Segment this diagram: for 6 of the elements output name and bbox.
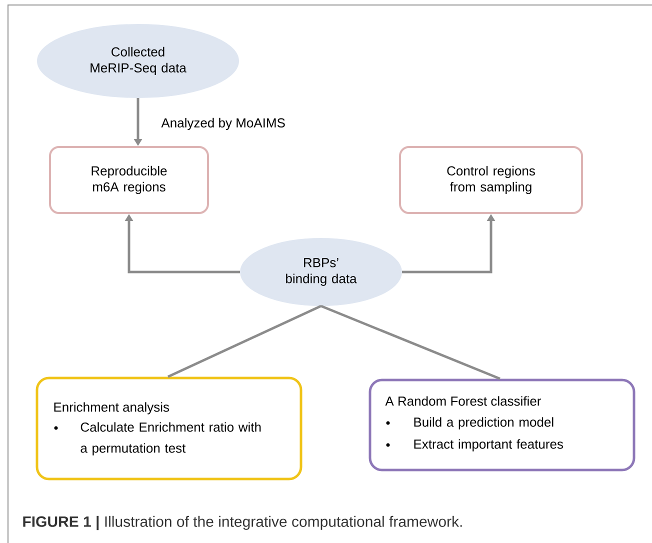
figure-caption: FIGURE 1 | Illustration of the integrative computational framework.: [23, 516, 462, 530]
process-box: Reproducible m6A regions: [49, 146, 209, 214]
classifier-box: A Random Forest classifier Build a prediction model Extract important features: [368, 378, 636, 472]
analysis-box: Enrichment analysis Calculate Enrichment ratio with a permutation test: [36, 376, 302, 480]
process-box: Control regions from sampling: [399, 146, 583, 214]
edge-label: Analyzed by MoAIMS: [161, 118, 285, 130]
